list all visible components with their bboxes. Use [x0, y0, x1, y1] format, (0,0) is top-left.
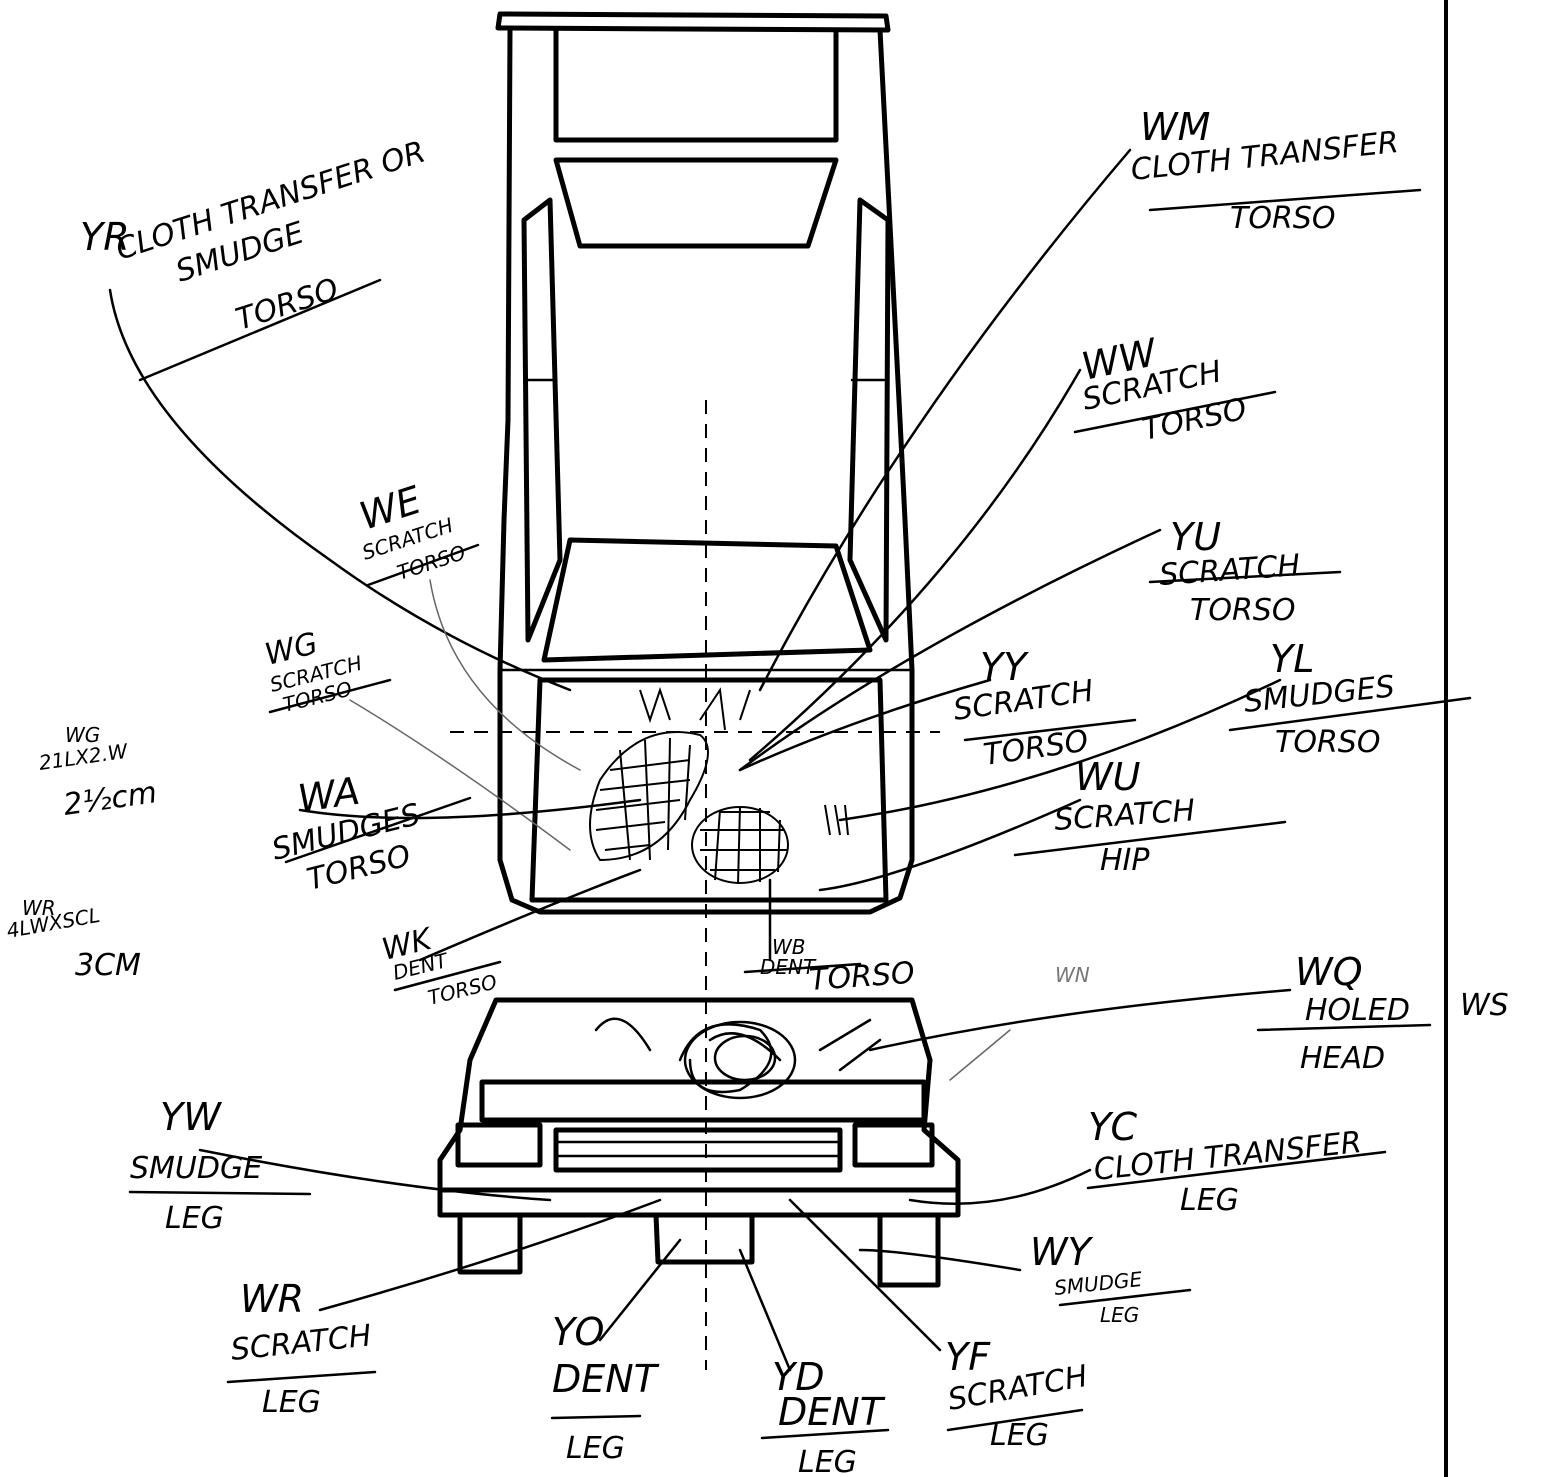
- label-wg: WG SCRATCH TORSO: [261, 626, 392, 717]
- side-note-wr-line-3: 3CM: [75, 948, 141, 983]
- label-wq-desc: HOLED: [1305, 993, 1410, 1028]
- label-yc-code: YC: [1088, 1105, 1138, 1149]
- label-wn: WN: [1055, 963, 1090, 987]
- label-wb-code: WB: [772, 935, 806, 959]
- label-yd: YD DENT LEG: [760, 1355, 890, 1477]
- label-yo-part: LEG: [566, 1431, 625, 1466]
- label-wq-part: HEAD: [1300, 1041, 1385, 1076]
- label-yf-code: YF: [945, 1335, 991, 1379]
- label-yy: YY SCRATCH TORSO: [951, 645, 1137, 773]
- label-wa: WA SMUDGES TORSO: [268, 769, 472, 898]
- label-wu-desc: SCRATCH: [1053, 793, 1196, 838]
- label-wq-extra: WS: [1460, 988, 1509, 1023]
- side-note-wr-line-1: WR: [22, 896, 56, 920]
- label-wr-desc: SCRATCH: [229, 1318, 373, 1368]
- label-wk-part: TORSO: [425, 970, 499, 1010]
- side-note-wg-line-1: WG: [65, 723, 100, 747]
- label-yo: YO DENT LEG: [550, 1310, 660, 1466]
- label-wb-part: TORSO: [808, 956, 916, 998]
- label-wm: WM CLOTH TRANSFER TORSO: [1129, 105, 1422, 236]
- label-yy-code: YY: [980, 645, 1029, 689]
- label-wy: WY SMUDGE LEG: [1030, 1230, 1192, 1327]
- label-wq-code: WQ: [1295, 950, 1362, 994]
- label-wa-code: WA: [295, 769, 362, 821]
- leader-lines: [108, 148, 1292, 1372]
- side-note-wg-line-3: 2½cm: [61, 775, 159, 823]
- label-wy-code: WY: [1030, 1230, 1094, 1274]
- label-yc: YC CLOTH TRANSFER LEG: [1086, 1105, 1387, 1218]
- label-yu-part: TORSO: [1190, 593, 1295, 628]
- label-wr-part: LEG: [262, 1385, 321, 1420]
- label-yr-code: YR: [80, 215, 130, 259]
- label-wu-code: WU: [1075, 755, 1141, 799]
- label-yl-desc: SMUDGES: [1242, 669, 1396, 720]
- label-wq: WQ HOLED WS HEAD: [1256, 950, 1509, 1076]
- label-yu-code: YU: [1170, 515, 1221, 559]
- label-wb: WB DENT TORSO: [743, 935, 916, 998]
- label-wm-part: TORSO: [1230, 201, 1335, 236]
- label-wu-part: HIP: [1100, 843, 1150, 878]
- label-yr-part: TORSO: [232, 272, 343, 338]
- label-yo-code: YO: [552, 1310, 604, 1354]
- label-yd-code: YD: [772, 1355, 824, 1399]
- label-yu: YU SCRATCH TORSO: [1148, 515, 1342, 628]
- label-yl-code: YL: [1270, 637, 1314, 681]
- label-yl: YL SMUDGES TORSO: [1228, 637, 1472, 760]
- label-yd-desc: DENT: [778, 1390, 886, 1434]
- car-front-view: [437, 997, 961, 1288]
- label-yd-part: LEG: [798, 1445, 857, 1477]
- label-wr-code: WR: [240, 1277, 304, 1321]
- label-yw-code: YW: [160, 1095, 222, 1139]
- label-yo-desc: DENT: [552, 1357, 660, 1401]
- label-wy-part: LEG: [1100, 1303, 1139, 1327]
- side-note-wr: WR 4LWXSCL 3CM: [5, 896, 141, 983]
- label-we: WE SCRATCH TORSO: [354, 478, 480, 587]
- car-top-view: [495, 11, 915, 915]
- label-wr: WR SCRATCH LEG: [226, 1277, 377, 1420]
- label-ww: WW SCRATCH TORSO: [1073, 330, 1277, 448]
- label-yw-part: LEG: [165, 1201, 224, 1236]
- label-yw-desc: SMUDGE: [130, 1151, 262, 1186]
- label-yc-part: LEG: [1180, 1183, 1239, 1218]
- label-wm-code: WM: [1140, 105, 1210, 149]
- hood-damage-marks: [589, 686, 849, 885]
- label-yf-part: LEG: [990, 1418, 1049, 1453]
- label-yw: YW SMUDGE LEG: [128, 1095, 312, 1236]
- side-note-wg-line-2: 21LX2.W: [37, 739, 130, 775]
- side-note-wg: WG 21LX2.W 2½cm: [37, 723, 159, 823]
- label-yl-part: TORSO: [1275, 725, 1380, 760]
- label-wu: WU SCRATCH HIP: [1013, 755, 1287, 878]
- label-yf: YF SCRATCH LEG: [945, 1335, 1090, 1453]
- label-yr: YR CLOTH TRANSFER OR SMUDGE TORSO: [80, 135, 430, 382]
